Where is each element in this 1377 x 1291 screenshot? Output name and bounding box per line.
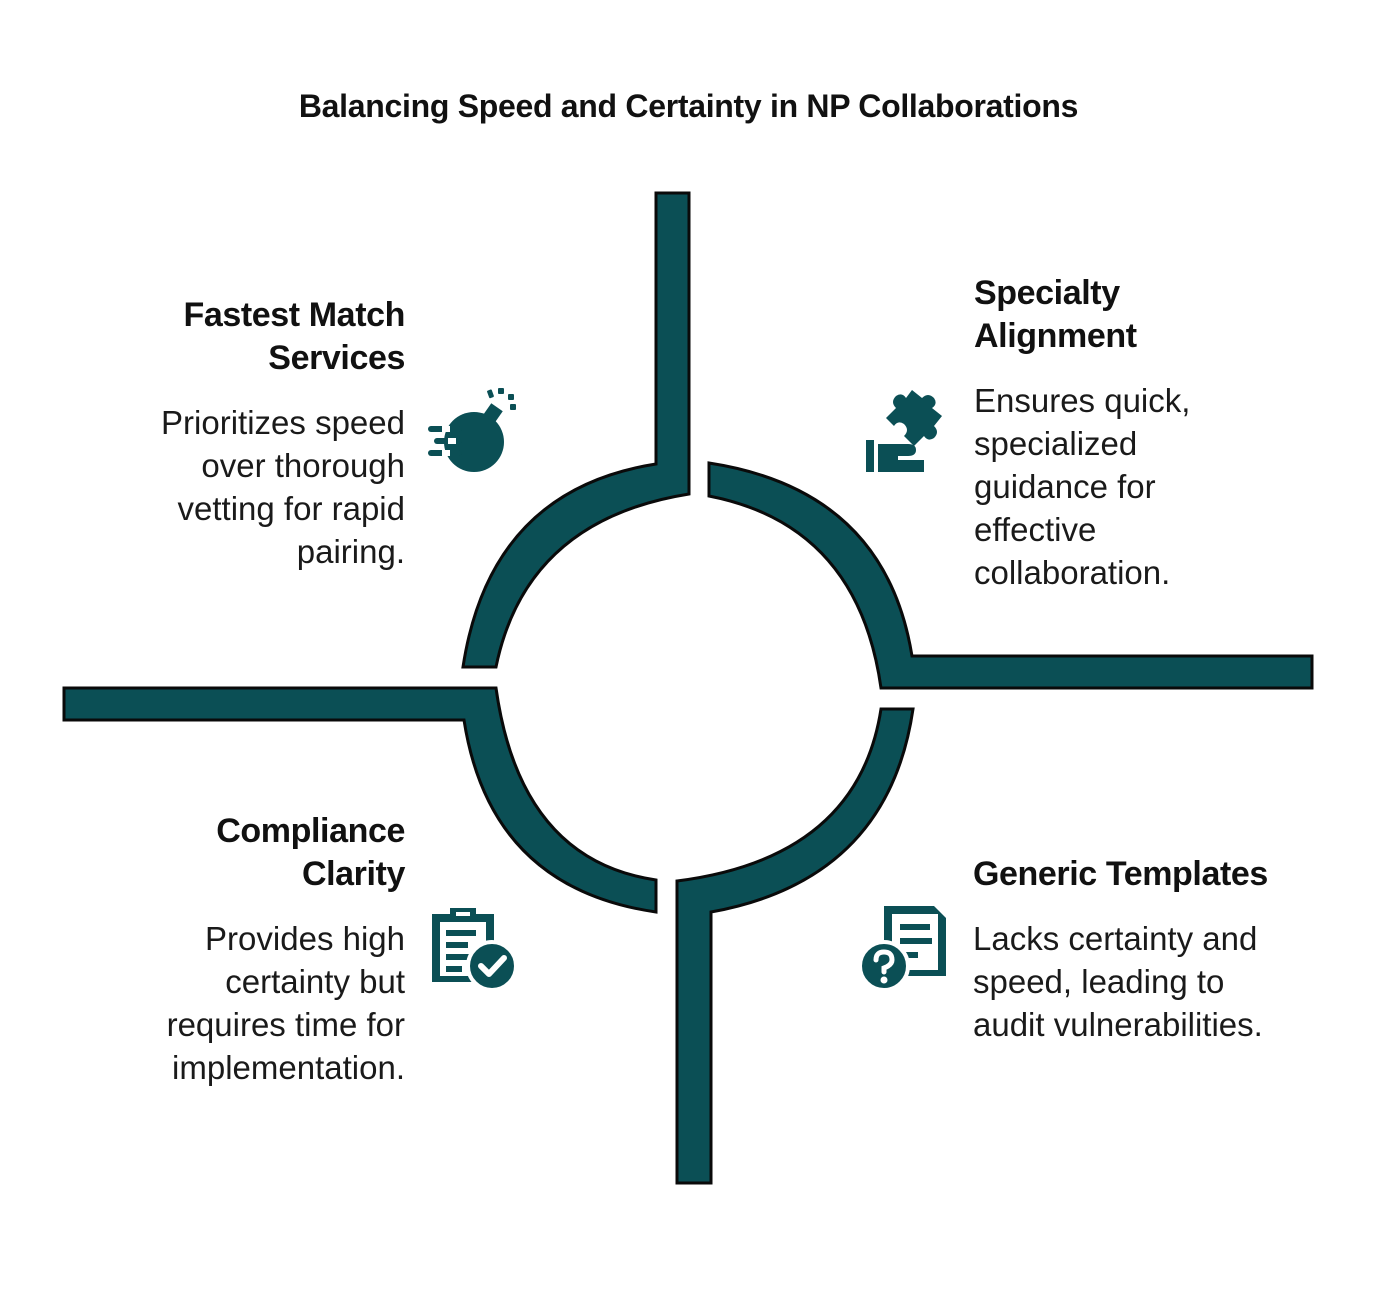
quadrant-desc-top-right: Ensures quick, specialized guidance for … xyxy=(974,379,1354,594)
desc-line: vetting for rapid xyxy=(177,490,405,527)
quadrant-shape-bottom-left xyxy=(62,686,658,914)
quadrant-title-line: Services xyxy=(268,339,405,377)
quadrant-title-bottom-right: Generic Templates xyxy=(973,853,1353,896)
desc-line: Provides high xyxy=(205,920,405,957)
quadrant-shape-top-right xyxy=(707,461,1314,690)
clipboard-check-icon xyxy=(432,908,518,992)
desc-line: Lacks certainty and xyxy=(973,920,1258,957)
quadrant-title-line: Generic Templates xyxy=(973,855,1268,893)
quadrant-title-line: Clarity xyxy=(301,855,405,893)
diagram-title: Balancing Speed and Certainty in NP Coll… xyxy=(298,88,1079,124)
quadrant-title-top-left: Fastest Match Services xyxy=(60,294,405,380)
quadrant-shape-bottom-right xyxy=(675,707,915,1185)
puzzle-hand-icon xyxy=(866,390,942,472)
quadrant-title-line: Alignment xyxy=(974,317,1137,355)
desc-line: audit vulnerabilities. xyxy=(973,1006,1263,1043)
bomb-icon xyxy=(428,388,516,472)
quadrant-desc-bottom-right: Lacks certainty and speed, leading to au… xyxy=(973,917,1373,1046)
desc-line: certainty but xyxy=(225,963,405,1000)
quadrant-shape-top-left xyxy=(461,191,691,669)
quadrant-title-top-right: Specialty Alignment xyxy=(974,272,1334,358)
desc-line: pairing. xyxy=(296,533,405,570)
desc-line: guidance for xyxy=(974,468,1156,505)
desc-line: implementation. xyxy=(172,1049,405,1086)
desc-line: specialized xyxy=(974,425,1138,462)
desc-line: Ensures quick, xyxy=(974,382,1191,419)
desc-line: requires time for xyxy=(166,1006,405,1043)
quadrant-title-line: Compliance xyxy=(216,812,405,850)
quadrant-title-bottom-left: Compliance Clarity xyxy=(60,810,405,896)
desc-line: over thorough xyxy=(201,447,405,484)
desc-line: Prioritizes speed xyxy=(161,404,405,441)
quadrant-desc-bottom-left: Provides high certainty but requires tim… xyxy=(40,917,405,1089)
desc-line: speed, leading to xyxy=(973,963,1225,1000)
desc-line: effective xyxy=(974,511,1097,548)
quadrant-title-line: Specialty xyxy=(974,274,1120,312)
quadrant-desc-top-left: Prioritizes speed over thorough vetting … xyxy=(60,401,405,573)
quadrant-title-line: Fastest Match xyxy=(183,296,405,334)
desc-line: collaboration. xyxy=(974,554,1171,591)
document-question-icon xyxy=(858,906,946,992)
